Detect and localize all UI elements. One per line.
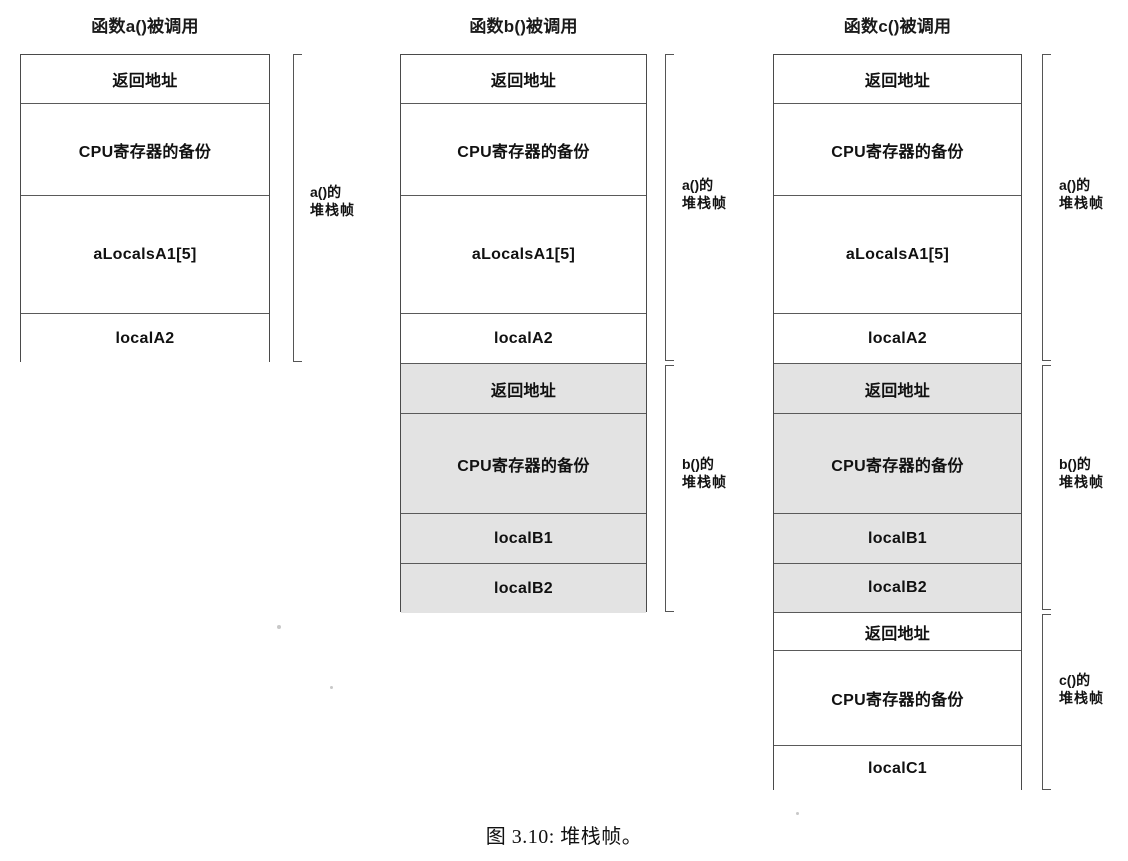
frame-label-line2: 堆栈帧 [682,195,727,212]
stack-box-c: 返回地址 CPU寄存器的备份 aLocalsA1[5] localA2 返回地址… [773,54,1022,791]
frame-label-line2: 堆栈帧 [1059,474,1104,491]
frame-label-line1: a()的 [682,177,714,193]
stack-slot-local-b1: localB1 [774,514,1021,564]
frame-bracket-a-col2 [665,54,674,361]
stack-slot-return-address: 返回地址 [21,55,269,104]
frame-label-line2: 堆栈帧 [682,474,727,491]
stack-slot-cpu-registers-backup: CPU寄存器的备份 [21,104,269,196]
frame-label-line1: a()的 [1059,177,1091,193]
stack-slot-return-address: 返回地址 [401,55,646,104]
frame-label-line1: b()的 [682,456,714,472]
stack-slot-return-address: 返回地址 [774,364,1021,414]
frame-bracket-label-b-col2: b()的 堆栈帧 [682,455,727,492]
scan-artifact [277,625,281,629]
stack-slot-a-locals-array: aLocalsA1[5] [401,196,646,314]
frame-bracket-b-col3 [1042,365,1051,610]
stack-slot-local-c1: localC1 [774,746,1021,791]
frame-bracket-label-a-col2: a()的 堆栈帧 [682,176,727,213]
frame-bracket-label-c-col3: c()的 堆栈帧 [1059,671,1104,708]
stack-slot-return-address: 返回地址 [774,55,1021,104]
frame-bracket-c-col3 [1042,614,1051,790]
frame-label-line1: b()的 [1059,456,1091,472]
stack-slot-cpu-registers-backup: CPU寄存器的备份 [774,414,1021,514]
scan-artifact [330,686,333,689]
column-title-a: 函数a()被调用 [91,17,199,36]
stack-slot-local-a2: localA2 [401,314,646,364]
frame-bracket-label-b-col3: b()的 堆栈帧 [1059,455,1104,492]
frame-label-line1: c()的 [1059,672,1091,688]
stack-slot-cpu-registers-backup: CPU寄存器的备份 [401,104,646,196]
figure-caption: 图 3.10: 堆栈帧。 [485,826,643,848]
stack-box-a: 返回地址 CPU寄存器的备份 aLocalsA1[5] localA2 [20,54,270,363]
stack-slot-return-address: 返回地址 [774,613,1021,651]
frame-bracket-b-col2 [665,365,674,612]
frame-bracket-a-col3 [1042,54,1051,361]
stack-slot-local-b2: localB2 [401,564,646,613]
frame-bracket-label-a-col1: a()的 堆栈帧 [310,183,355,220]
frame-bracket-label-a-col3: a()的 堆栈帧 [1059,176,1104,213]
stack-slot-local-a2: localA2 [21,314,269,363]
stack-box-b: 返回地址 CPU寄存器的备份 aLocalsA1[5] localA2 返回地址… [400,54,647,613]
frame-bracket-a-col1 [293,54,302,362]
frame-label-line2: 堆栈帧 [1059,195,1104,212]
stack-slot-a-locals-array: aLocalsA1[5] [21,196,269,314]
scan-artifact [796,812,799,815]
column-title-b: 函数b()被调用 [469,17,578,36]
frame-label-line2: 堆栈帧 [310,202,355,219]
stack-slot-local-b2: localB2 [774,564,1021,613]
stack-slot-cpu-registers-backup: CPU寄存器的备份 [774,104,1021,196]
frame-label-line2: 堆栈帧 [1059,690,1104,707]
stack-slot-local-b1: localB1 [401,514,646,564]
stack-slot-local-a2: localA2 [774,314,1021,364]
stack-slot-cpu-registers-backup: CPU寄存器的备份 [774,651,1021,746]
frame-label-line1: a()的 [310,184,342,200]
stack-slot-a-locals-array: aLocalsA1[5] [774,196,1021,314]
stack-slot-cpu-registers-backup: CPU寄存器的备份 [401,414,646,514]
column-title-c: 函数c()被调用 [843,17,952,36]
stack-slot-return-address: 返回地址 [401,364,646,414]
